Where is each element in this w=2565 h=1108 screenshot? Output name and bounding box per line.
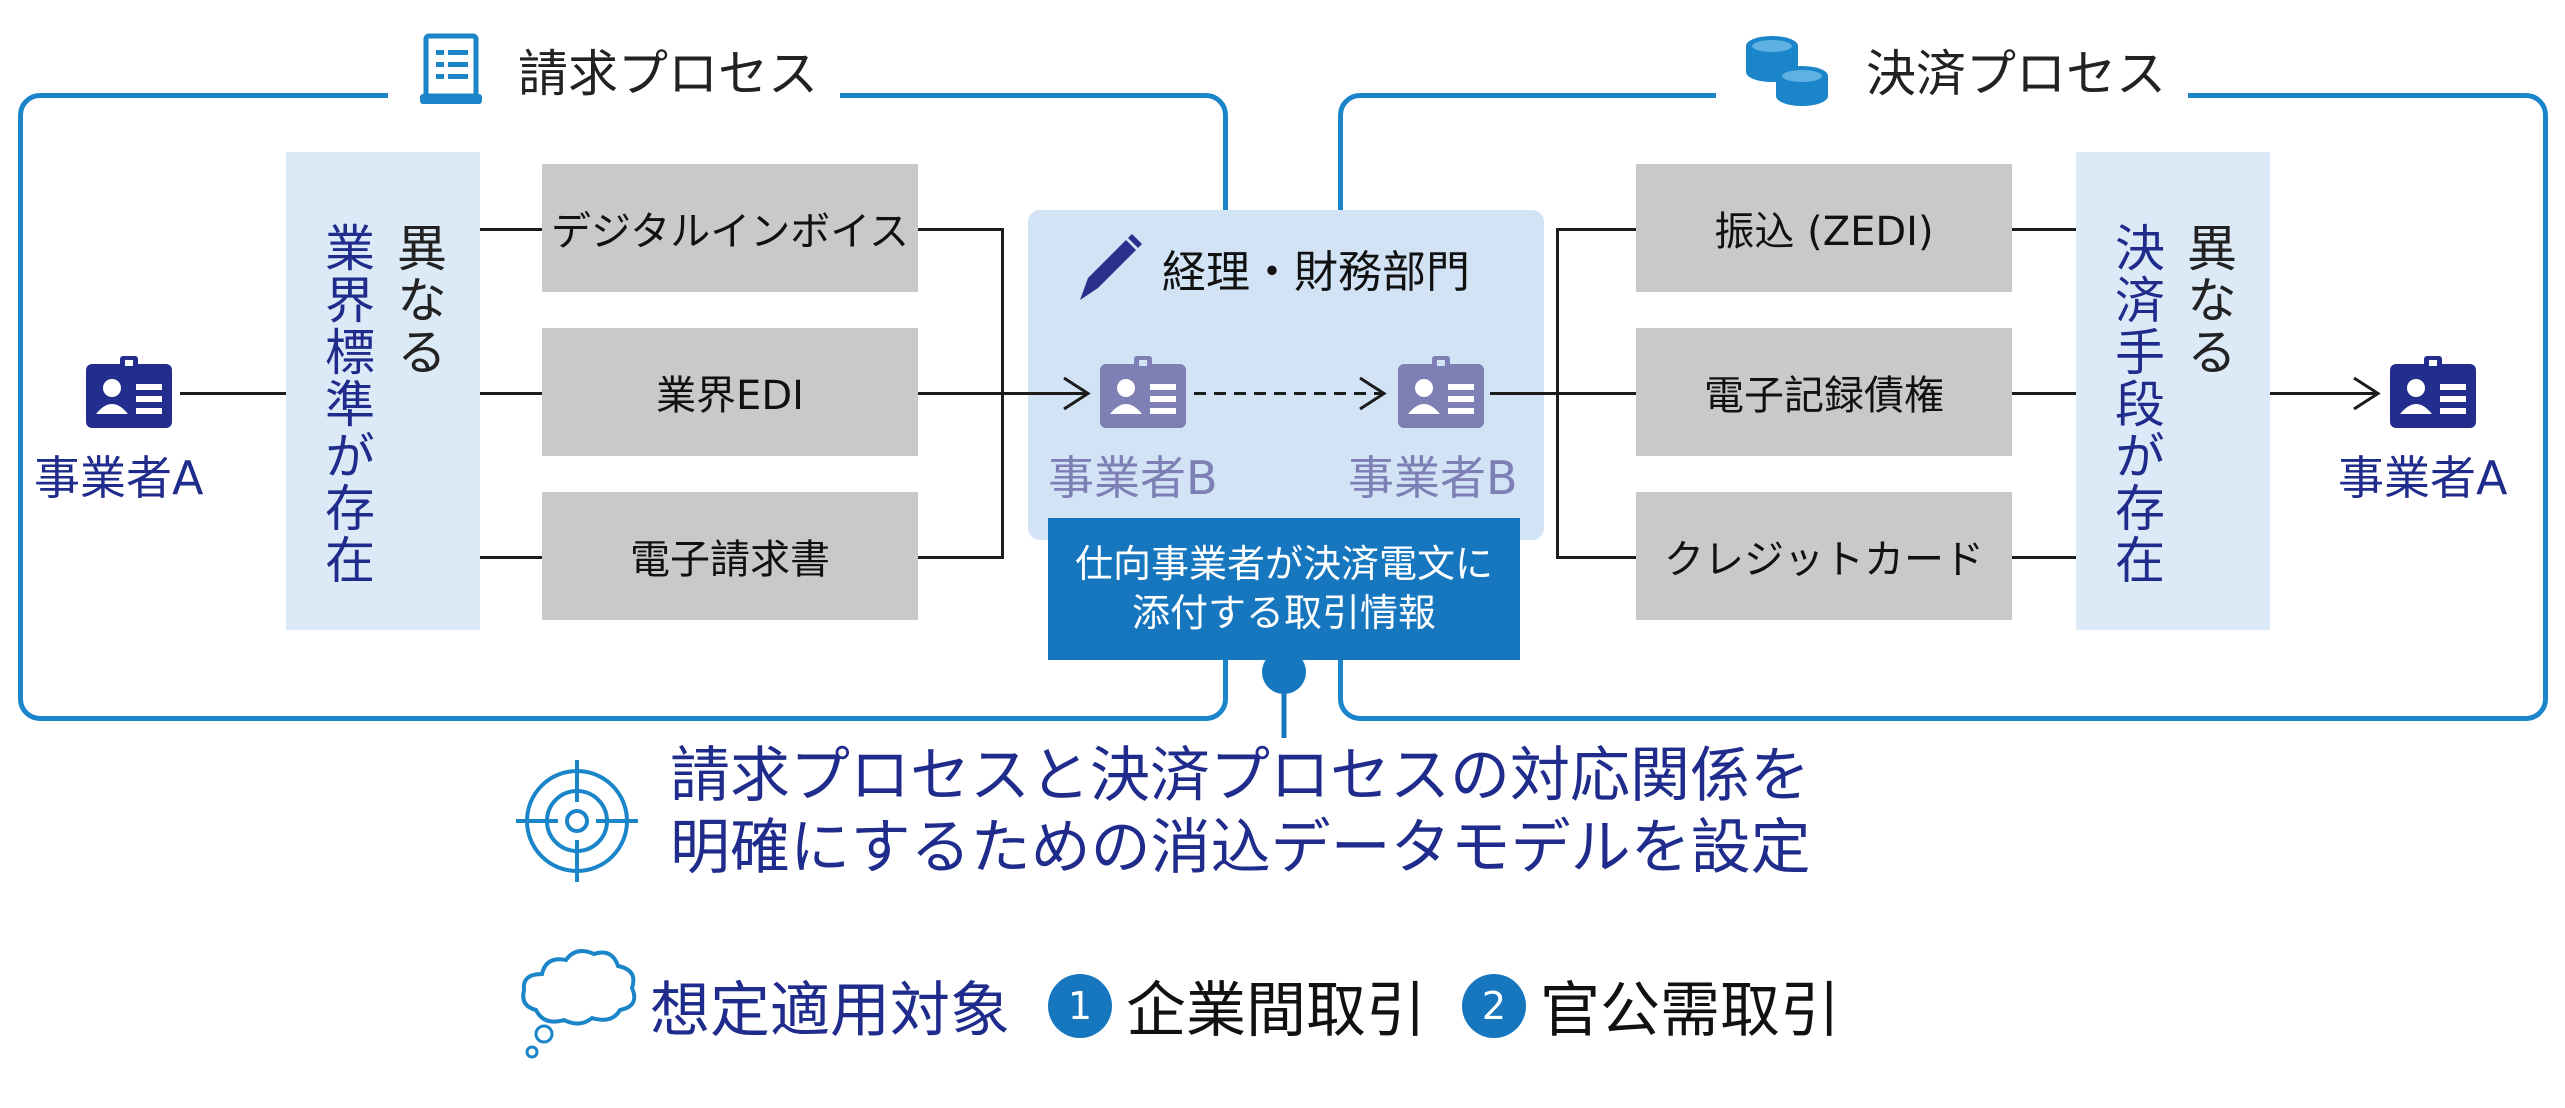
conclusion-text: 請求プロセスと決済プロセスの対応関係を 明確にするための消込データモデルを設定 [670, 740, 1811, 884]
finance-department-title: 経理・財務部門 [1162, 247, 1470, 298]
application-targets: 想定適用対象 1 企業間取引 2 官公需取引 [650, 962, 1840, 1049]
arrowhead-to-actor-a-right [2353, 376, 2381, 411]
remittance-info-box: 仕向事業者が決済電文に 添付する取引情報 [1048, 518, 1520, 660]
target-icon [516, 760, 638, 882]
payment-method-box [2076, 152, 2270, 630]
settlement-item-credit-card: クレジットカード [1636, 492, 2012, 620]
conclusion-line1: 請求プロセスと決済プロセスの対応関係を [670, 741, 1810, 811]
target-b2b-label: 企業間取引 [1126, 976, 1426, 1046]
target-number-2: 2 [1462, 973, 1526, 1038]
remittance-info-line2: 添付する取引情報 [1131, 591, 1436, 635]
remittance-info-line1: 仕向事業者が決済電文に [1074, 541, 1493, 586]
person-card-icon [1398, 356, 1484, 428]
connector-settle2-out [2012, 392, 2076, 395]
settlement-process-title: 決済プロセス [1866, 45, 2166, 103]
arrowhead-billing-to-actor-b [1063, 376, 1091, 411]
connector-standard-to-item1 [480, 228, 542, 231]
billing-process-header: 請求プロセス [388, 30, 840, 110]
actor-b-in-label: 事業者B [1048, 451, 1218, 505]
billing-item-industry-edi: 業界EDI [542, 328, 918, 456]
connector-settle3-out [2012, 556, 2076, 559]
target-number-1: 1 [1048, 973, 1112, 1038]
thought-cloud-icon [521, 949, 637, 1059]
actor-a-right-label: 事業者A [2338, 451, 2508, 505]
connector-item1-out [918, 228, 1004, 231]
connector-to-settle1 [1556, 228, 1636, 231]
actor-a-left-label: 事業者A [34, 451, 204, 505]
actor-b-out-label: 事業者B [1348, 451, 1518, 505]
industry-standard-box [286, 152, 480, 630]
connector-settle1-out [2012, 228, 2076, 231]
payment-method-line2: 決済手段が存在 [2107, 222, 2165, 586]
connector-item3-out [918, 556, 1004, 559]
billing-item-digital-invoice: デジタルインボイス [542, 164, 918, 292]
document-icon [420, 33, 482, 104]
person-card-icon [1100, 356, 1186, 428]
person-card-icon [86, 356, 172, 428]
application-targets-label: 想定適用対象 [650, 976, 1010, 1046]
finance-department-header: 経理・財務部門 [1068, 228, 1470, 308]
target-government-label: 官公需取引 [1540, 976, 1840, 1046]
connector-to-settle3 [1556, 556, 1636, 559]
connector-actor-a-left [180, 392, 286, 395]
conclusion-line2: 明確にするための消込データモデルを設定 [670, 813, 1811, 883]
coins-icon [1746, 36, 1828, 106]
billing-item-e-invoice: 電子請求書 [542, 492, 918, 620]
settlement-process-header: 決済プロセス [1716, 30, 2188, 110]
connector-standard-to-item2 [480, 392, 542, 395]
industry-standard-line1: 異なる [389, 222, 447, 378]
industry-standard-line2: 業界標準が存在 [317, 222, 375, 586]
payment-method-line1: 異なる [2179, 222, 2237, 378]
connector-standard-to-item3 [480, 556, 542, 559]
billing-process-title: 請求プロセス [518, 45, 818, 103]
settlement-item-e-receivable: 電子記録債権 [1636, 328, 2012, 456]
pencil-icon [1080, 234, 1142, 300]
callout-dot [1262, 650, 1306, 694]
person-card-icon [2390, 356, 2476, 428]
arrowhead-actor-b-dashed [1359, 376, 1387, 411]
settlement-item-transfer: 振込 (ZEDI) [1636, 164, 2012, 292]
